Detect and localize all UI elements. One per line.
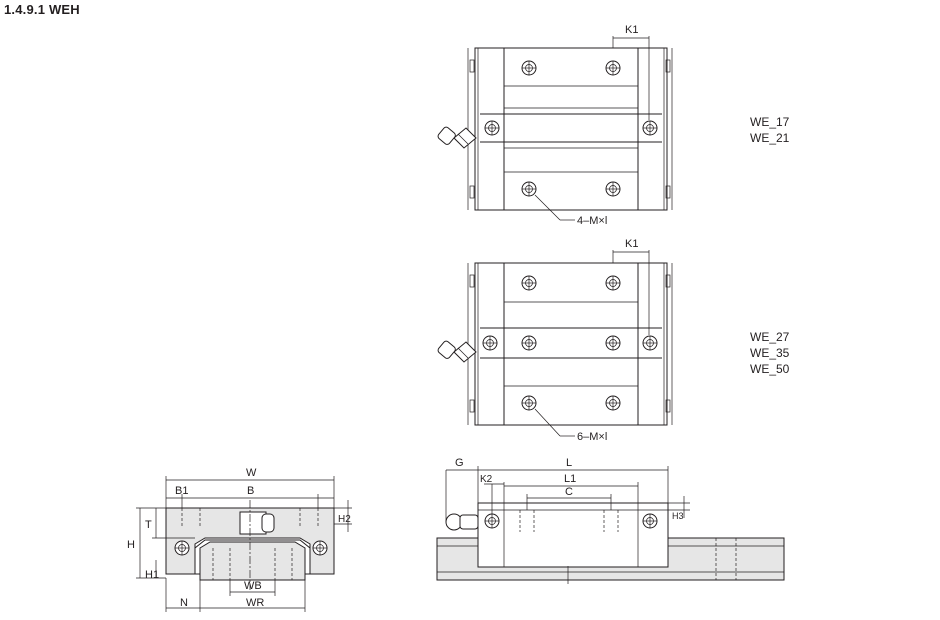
bolt-hole-icon (521, 181, 537, 197)
grease-nipple-icon (436, 339, 477, 363)
dim-holes: 4–M×l (577, 215, 607, 227)
page-title: 1.4.9.1 WEH (4, 2, 80, 17)
seal-screw-icon (642, 335, 658, 351)
bolt-hole-icon (521, 335, 537, 351)
seal-screw-icon (484, 513, 500, 529)
model-label: WE_17 (750, 115, 790, 129)
side-view: G L K2 L1 C H3 (436, 457, 785, 584)
dim-n: N (180, 597, 188, 609)
dim-c: C (565, 486, 573, 498)
bolt-hole-icon (605, 60, 621, 76)
dim-w: W (246, 467, 257, 479)
slider-block (477, 502, 669, 568)
dim-t: T (145, 519, 152, 531)
bolt-hole-icon (605, 335, 621, 351)
model-list-b: WE_27 WE_35 WE_50 (750, 329, 789, 377)
dim-holes: 6–M×l (577, 431, 607, 443)
model-label: WE_50 (750, 362, 790, 376)
bolt-hole-icon (521, 275, 537, 291)
dim-g: G (455, 457, 464, 469)
dim-b1: B1 (175, 485, 188, 497)
dim-h: H (127, 539, 135, 551)
dim-h2: H2 (338, 514, 351, 525)
seal-screw-icon (642, 120, 658, 136)
top-view-a: K1 4–M×l (436, 24, 673, 227)
bolt-hole-icon (605, 181, 621, 197)
dim-l: L (566, 457, 572, 469)
bolt-hole-icon (605, 395, 621, 411)
dim-h1: H1 (145, 569, 159, 581)
model-label: WE_27 (750, 330, 790, 344)
dim-k2: K2 (480, 474, 493, 485)
dim-b: B (247, 485, 254, 497)
dim-wr: WR (246, 597, 264, 609)
seal-screw-icon (642, 513, 658, 529)
grease-nipple-icon (436, 125, 477, 149)
bolt-hole-icon (605, 275, 621, 291)
dim-wb: WB (244, 580, 262, 592)
seal-screw-icon (482, 335, 498, 351)
model-list-a: WE_17 WE_21 (750, 114, 789, 146)
model-label: WE_21 (750, 131, 790, 145)
dim-h3: H3 (672, 511, 684, 521)
model-label: WE_35 (750, 346, 790, 360)
bolt-hole-icon (521, 60, 537, 76)
bolt-hole-icon (521, 395, 537, 411)
seal-screw-icon (484, 120, 500, 136)
front-view: W B1 B H T H1 H2 WB N WR (127, 467, 352, 612)
seal-screw-icon (312, 540, 328, 556)
seal-screw-icon (174, 540, 190, 556)
dim-l1: L1 (564, 473, 576, 485)
top-view-b: K1 6–M×l (436, 238, 673, 443)
dim-k1: K1 (625, 238, 638, 250)
dim-k1: K1 (625, 24, 638, 36)
